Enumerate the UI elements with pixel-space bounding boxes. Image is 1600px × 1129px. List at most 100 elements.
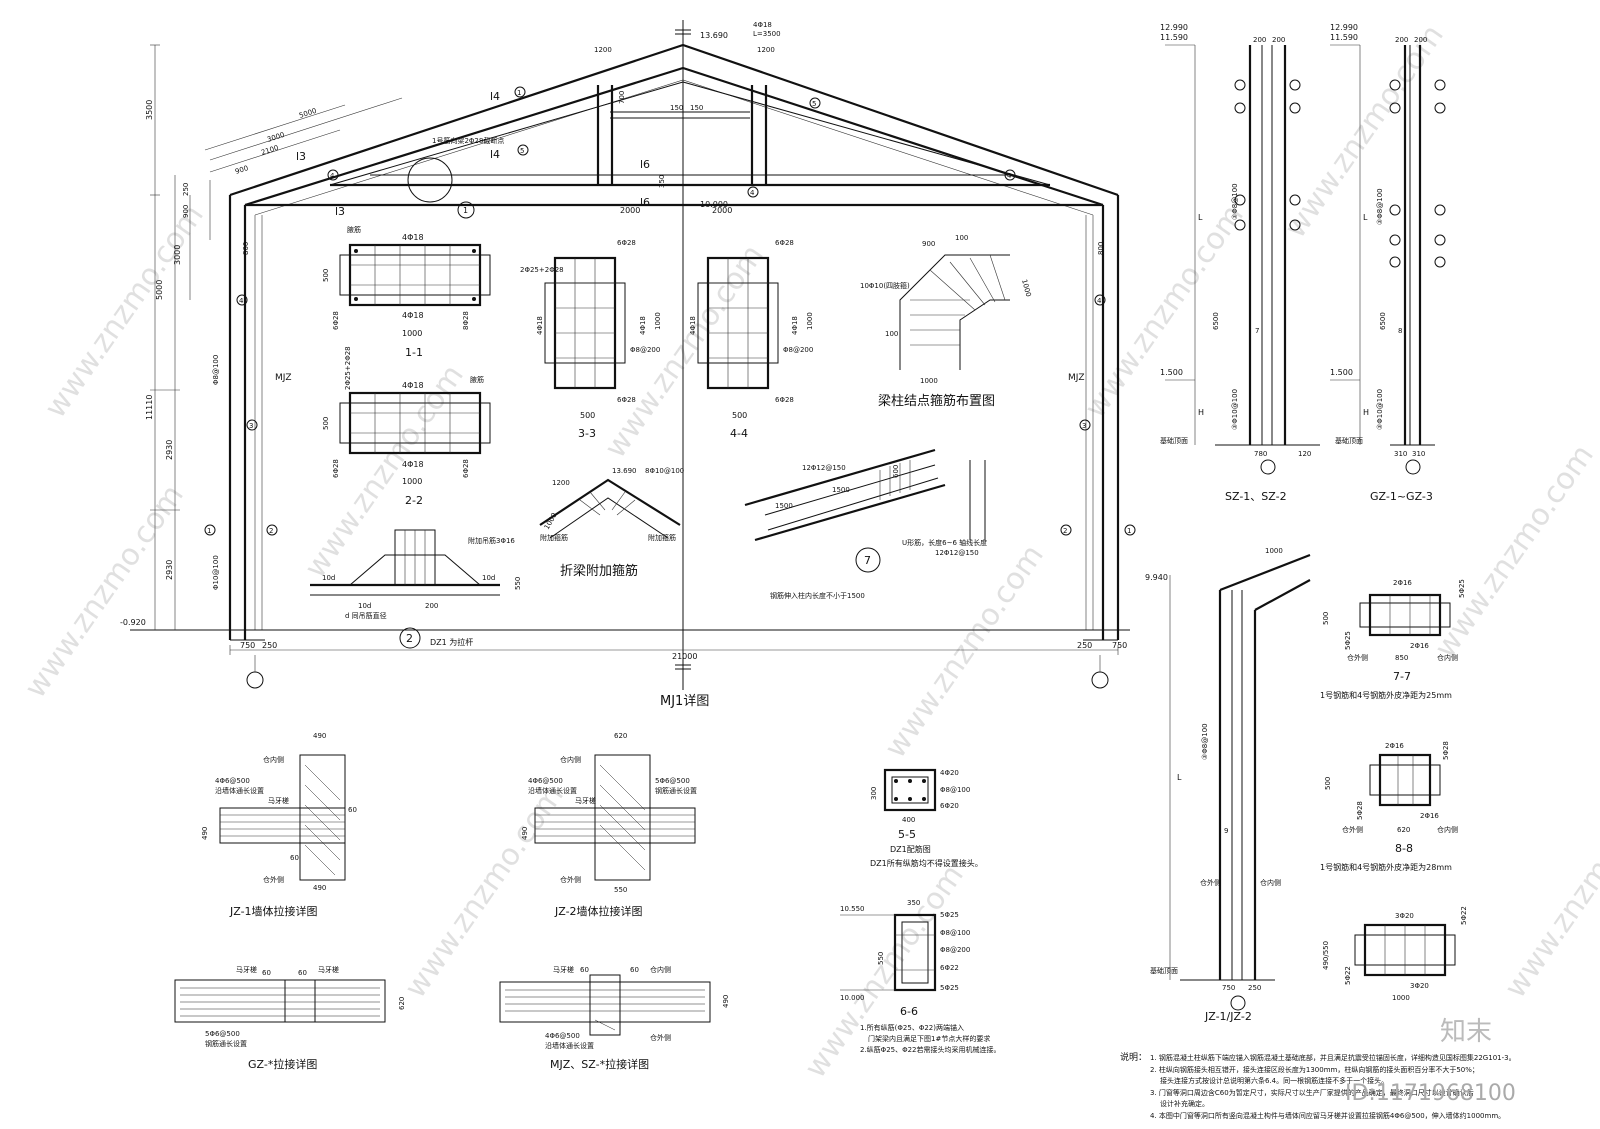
svg-text:3: 3 [1082,422,1086,430]
stirrup-phi8: Φ8@100 [212,355,220,385]
jz1-bars: 4Φ6@500 [215,777,250,785]
svg-text:3: 3 [249,422,253,430]
dz1-d4: 200 [425,602,438,610]
jz1-wall-tie-detail: 490 490 490 4Φ6@500 沿墙体通长设置 仓内侧 仓外侧 马牙槎 … [201,732,357,918]
svg-text:2: 2 [269,527,273,535]
joint-stir: 10Φ10(四肢箍) [860,281,910,290]
sz-H: H [1198,408,1204,417]
s77-title: 7-7 [1393,670,1411,683]
sz-d200a: 200 [1253,36,1266,44]
jz-column-elevation: 9.940 1000 750 250 ③Φ8@100 L 9 仓内侧 仓外侧 基… [1145,547,1311,1023]
gz-d200b: 200 [1414,36,1427,44]
sz-off: 120 [1298,450,1311,458]
s88-note: 1号钢筋和4号钢筋外皮净距为28mm [1320,862,1452,872]
gz-bars: 5Φ6@500 [205,1030,240,1038]
dim-250: 250 [182,183,190,196]
jz-base2: 250 [1248,984,1261,992]
rebar-callouts: 4 3 1 2 4 3 2 1 4 4 1 5 5 4 [204,86,1136,536]
s99-top: 3Φ20 [1395,912,1414,920]
jz1-w2: 490 [313,884,326,892]
sz-foot: 基础顶面 [1160,436,1188,445]
gz-elev2: 11.590 [1330,33,1358,42]
s11-bottom: 4Φ18 [402,311,424,320]
joint-d4: 100 [885,330,898,338]
jz2-h: 490 [521,827,529,840]
jz1-note: 沿墙体通长设置 [215,786,264,795]
gz-stir: ③Φ8@100 [1376,188,1384,225]
s66-h: 550 [877,952,885,965]
gz-d60a: 60 [262,969,271,977]
jz2-wall-tie-detail: 620 550 490 4Φ6@500 沿墙体通长设置 5Φ6@500 钢筋通长… [521,732,697,918]
joint-title: 梁柱结点箍筋布置图 [878,393,995,409]
s88-side: 5Φ28 [1356,801,1364,820]
s11-top: 4Φ18 [402,233,424,242]
mjz-tag1: 马牙槎 [553,965,574,974]
jz2-in: 仓内侧 [560,755,581,764]
note-2: 2. 柱纵向钢筋接头相互错开，接头连接区段长度为1300mm，柱纵向钢筋的接头面… [1150,1065,1479,1074]
s22-top: 4Φ18 [402,381,424,390]
dim-1200-a: 1200 [594,46,612,54]
d7-num: 7 [864,554,871,567]
dim-750-left: 750 [240,641,255,650]
d7-d2: 1500 [832,486,850,494]
mjz-label-right: MJZ [1068,373,1085,383]
s44-bottom: 6Φ28 [775,396,794,404]
mjz-wall-title: MJZ、SZ-*拉接详图 [550,1057,649,1071]
s77-top: 2Φ16 [1393,579,1412,587]
s55-stir: Φ8@100 [940,786,970,794]
dim-3000-slope: 3000 [266,131,285,144]
elev-13690: 13.690 [700,31,728,40]
note-3b: 设计补充确定。 [1160,1099,1209,1108]
svg-text:5: 5 [520,147,524,155]
gz-h6500: 6500 [1379,312,1387,330]
label-l3-left: l3 [335,205,345,218]
s44-right: 4Φ18 [791,316,799,335]
sz-elev3: 1.500 [1160,368,1183,377]
cut-point-note: 1号筋向梁2Φ28截断点 [432,136,504,145]
s66-top: 5Φ25 [940,911,959,919]
fold-t1: 附加箍筋 [540,533,568,542]
s77-side2: 5Φ25 [1458,579,1466,598]
dz1-d5: 550 [514,577,522,590]
jz1-w: 490 [313,732,326,740]
s66-stir: Φ8@100 [940,929,970,937]
svg-text:1: 1 [1127,527,1131,535]
dim-750-right: 750 [1112,641,1127,650]
dim-350: 350 [658,175,666,188]
s55-h: 300 [870,787,878,800]
s22-top2: 2Φ25+2Φ28 [344,346,352,390]
section-2-2: 4Φ18 4Φ18 1000 500 6Φ28 6Φ28 2Φ25+2Φ28 腋… [322,346,491,507]
elev-10000: 10.000 [700,200,728,209]
s77-h: 500 [1322,612,1330,625]
s33-top: 6Φ28 [617,239,636,247]
dz1-d2: 10d [482,574,495,582]
s33-title: 3-3 [578,427,596,440]
svg-text:1: 1 [517,89,521,97]
dim-2930-a: 2930 [165,440,174,460]
section-5-5: 4Φ20 Φ8@100 6Φ20 400 300 5-5 DZ1配筋图 DZ1所… [870,768,983,868]
d7-d3: 600 [892,465,900,478]
svg-text:4: 4 [330,172,335,180]
section-4-4: 6Φ28 6Φ28 4Φ18 4Φ18 Φ8@200 1000 500 4-4 [689,239,814,440]
fold-elev: 13.690 [612,467,637,475]
s55-w: 400 [902,816,915,824]
d7-note: U形筋，长度6~6 轴线长度 [902,538,987,547]
mjz-h: 490 [722,995,730,1008]
fold-stir: 8Φ10@100 [645,467,684,475]
s99-bottom: 3Φ20 [1410,982,1429,990]
s11-tag: 腋筋 [347,225,361,234]
s11-title: 1-1 [405,346,423,359]
mjz-in: 仓内侧 [650,965,671,974]
frame-title: MJ1详图 [660,694,709,709]
s99-w: 1000 [1392,994,1410,1002]
label-l4-mid: l4 [490,148,500,161]
s22-title: 2-2 [405,494,423,507]
joint-d2: 100 [955,234,968,242]
svg-text:5: 5 [812,100,816,108]
sz-stir2: ③Φ10@100 [1231,389,1239,430]
s33-right: 4Φ18 [639,316,647,335]
jz-foot: 基础顶面 [1150,966,1178,975]
mjz-out: 仓外侧 [650,1033,671,1042]
jz-title: JZ-1/JZ-2 [1204,1010,1252,1023]
s77-side: 5Φ25 [1344,631,1352,650]
